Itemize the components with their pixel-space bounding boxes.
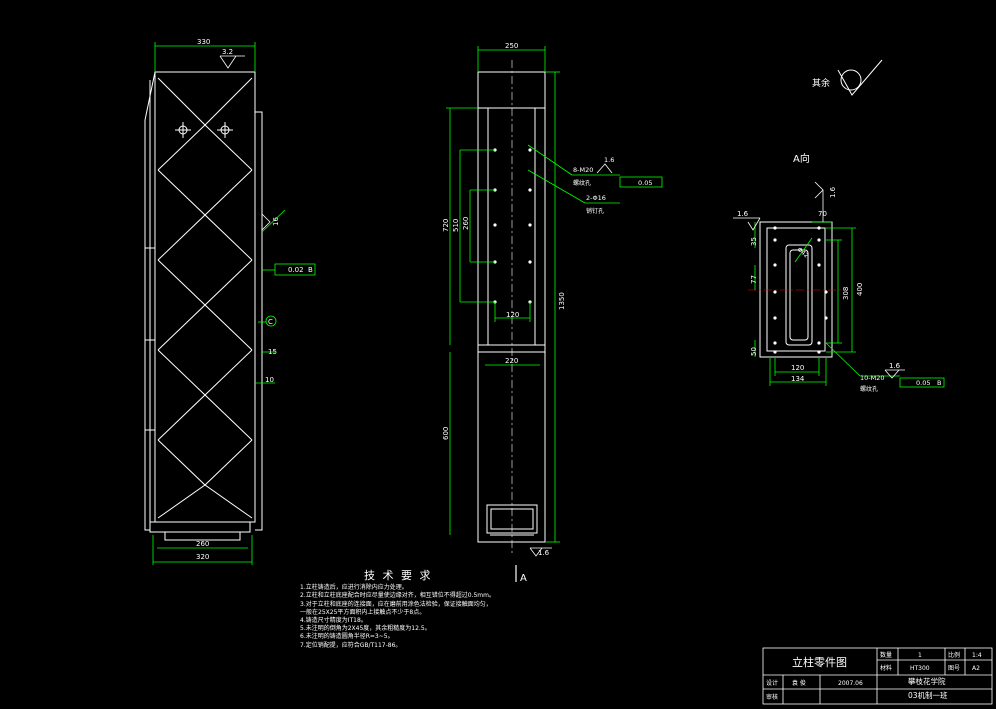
dim-1350: 1350 xyxy=(558,292,566,310)
left-view-dimensions xyxy=(152,42,316,565)
dim-720: 720 xyxy=(442,219,450,232)
dim-510: 510 xyxy=(452,219,460,232)
drawing-no-label: 图号 xyxy=(948,665,960,672)
date: 2007.06 xyxy=(838,680,863,687)
right-view-labels: 其余 A向 1.6 1.6 70 35 77 50 308 400 120 13… xyxy=(737,77,941,393)
scale: 1:4 xyxy=(972,652,982,659)
design-label: 设计 xyxy=(766,679,778,687)
dim-308: 308 xyxy=(842,287,850,300)
right-view-dimensions xyxy=(754,221,945,388)
dim-70: 70 xyxy=(818,210,827,218)
school: 攀枝花学院 xyxy=(908,676,946,686)
scale-label: 比例 xyxy=(948,651,960,659)
designer: 袁 俊 xyxy=(792,679,806,687)
datum-b: B xyxy=(308,266,313,274)
view-title-a: A向 xyxy=(793,152,810,165)
tech-item-4: 4.铸造尺寸精度为IT18。 xyxy=(300,617,367,625)
section-a: A xyxy=(520,573,527,584)
middle-view-dimensions xyxy=(446,46,663,543)
rest-roughness-note xyxy=(837,59,883,96)
dim-600: 600 xyxy=(442,427,450,440)
tech-item-3: 3.对于立柱和底座的连接面，应在磨前用涂色法检验，保证接触面均匀， xyxy=(300,600,492,608)
qty-label: 数量 xyxy=(880,651,892,659)
dim-320: 320 xyxy=(196,553,209,561)
dim-77: 77 xyxy=(750,275,758,284)
tech-item-7: 7.定位销配提，应符合GB/T117-86。 xyxy=(300,641,402,649)
review-label: 审核 xyxy=(766,693,778,701)
callout-pos-tol: 0.05 xyxy=(916,379,930,387)
dim-120: 120 xyxy=(791,364,804,372)
tech-title: 技 术 要 求 xyxy=(364,569,433,582)
middle-view-labels: 250 720 510 260 120 220 600 1350 1.6 A 8… xyxy=(442,42,652,584)
middle-holes xyxy=(493,148,532,304)
rough-left: 1.6 xyxy=(737,210,749,218)
dim-15: 15 xyxy=(268,348,277,356)
tech-item-5: 5.未注明的倒角为2X45度，其余粗糙度为12.5。 xyxy=(300,625,431,633)
callout-thread-label: 螺纹孔 xyxy=(860,385,878,393)
material: HT300 xyxy=(910,665,930,672)
middle-roughness-symbols xyxy=(515,163,613,582)
tech-item-3-cont: 一般在25X25平方面积内上接触点不少于8点。 xyxy=(300,608,426,616)
dim-134: 134 xyxy=(791,375,805,383)
dim-35: 35 xyxy=(750,237,758,246)
tech-requirements: 技 术 要 求 1.立柱铸造后，应进行消除内应力处理。 2.立柱和立柱底座配合时… xyxy=(300,569,495,650)
material-label: 材料 xyxy=(880,664,892,672)
rough-top: 1.6 xyxy=(829,186,837,198)
tech-item-2: 2.立柱和立柱底座配合时应尽量使边缘对齐，相互错位不得超过0.5mm。 xyxy=(300,592,495,600)
left-view-labels: 330 3.2 260 320 16 15 10 0.02 B C xyxy=(196,38,313,561)
callout-10-m20: 10-M20 xyxy=(860,374,885,382)
callout-roughness: 1.6 xyxy=(604,156,614,164)
rest-note: 其余 xyxy=(812,77,830,89)
tech-item-1: 1.立柱铸造后，应进行消除内应力处理。 xyxy=(300,584,408,592)
dim-260: 260 xyxy=(462,217,470,230)
dim-400: 400 xyxy=(856,283,864,296)
rough-bottom: 1.6 xyxy=(889,362,901,370)
dim-120: 120 xyxy=(506,311,519,319)
roughness-1-6: 16 xyxy=(272,217,280,226)
callout-8-m20: 8-M20 xyxy=(573,166,593,174)
roughness-3-2: 3.2 xyxy=(222,48,233,56)
right-view-holes xyxy=(773,226,828,354)
dim-330: 330 xyxy=(197,38,210,46)
tech-item-6: 6.未注明的铸造圆角半径R=3~5。 xyxy=(300,633,394,641)
right-a-view xyxy=(748,221,845,358)
roughness-bottom: 1.6 xyxy=(538,549,550,557)
datum-c: C xyxy=(268,318,273,326)
left-roughness-symbols xyxy=(219,55,271,231)
tol-0-02: 0.02 xyxy=(288,266,304,274)
left-column-view xyxy=(144,71,263,541)
dim-260: 260 xyxy=(196,540,209,548)
dim-220: 220 xyxy=(505,357,518,365)
callout-pin-label: 销钉孔 xyxy=(586,207,604,215)
callout-datum: B xyxy=(937,379,941,387)
middle-column-view xyxy=(477,60,546,555)
title-block xyxy=(762,647,993,705)
right-roughness-symbols xyxy=(733,181,905,379)
callout-thread-label: 螺纹孔 xyxy=(573,179,591,187)
dim-50: 50 xyxy=(750,347,758,356)
part-name: 立柱零件图 xyxy=(792,655,847,669)
drawing-no: A2 xyxy=(972,665,980,672)
callout-pos-tol: 0.05 xyxy=(638,179,652,187)
callout-2-d16: 2-Φ16 xyxy=(586,194,606,202)
dim-10: 10 xyxy=(265,376,274,384)
qty: 1 xyxy=(918,652,922,659)
dim-250: 250 xyxy=(505,42,518,50)
class: 03机制一班 xyxy=(908,690,948,700)
title-block-text: 立柱零件图 数量 1 比例 1:4 材料 HT300 图号 A2 设计 袁 俊 … xyxy=(766,651,982,701)
